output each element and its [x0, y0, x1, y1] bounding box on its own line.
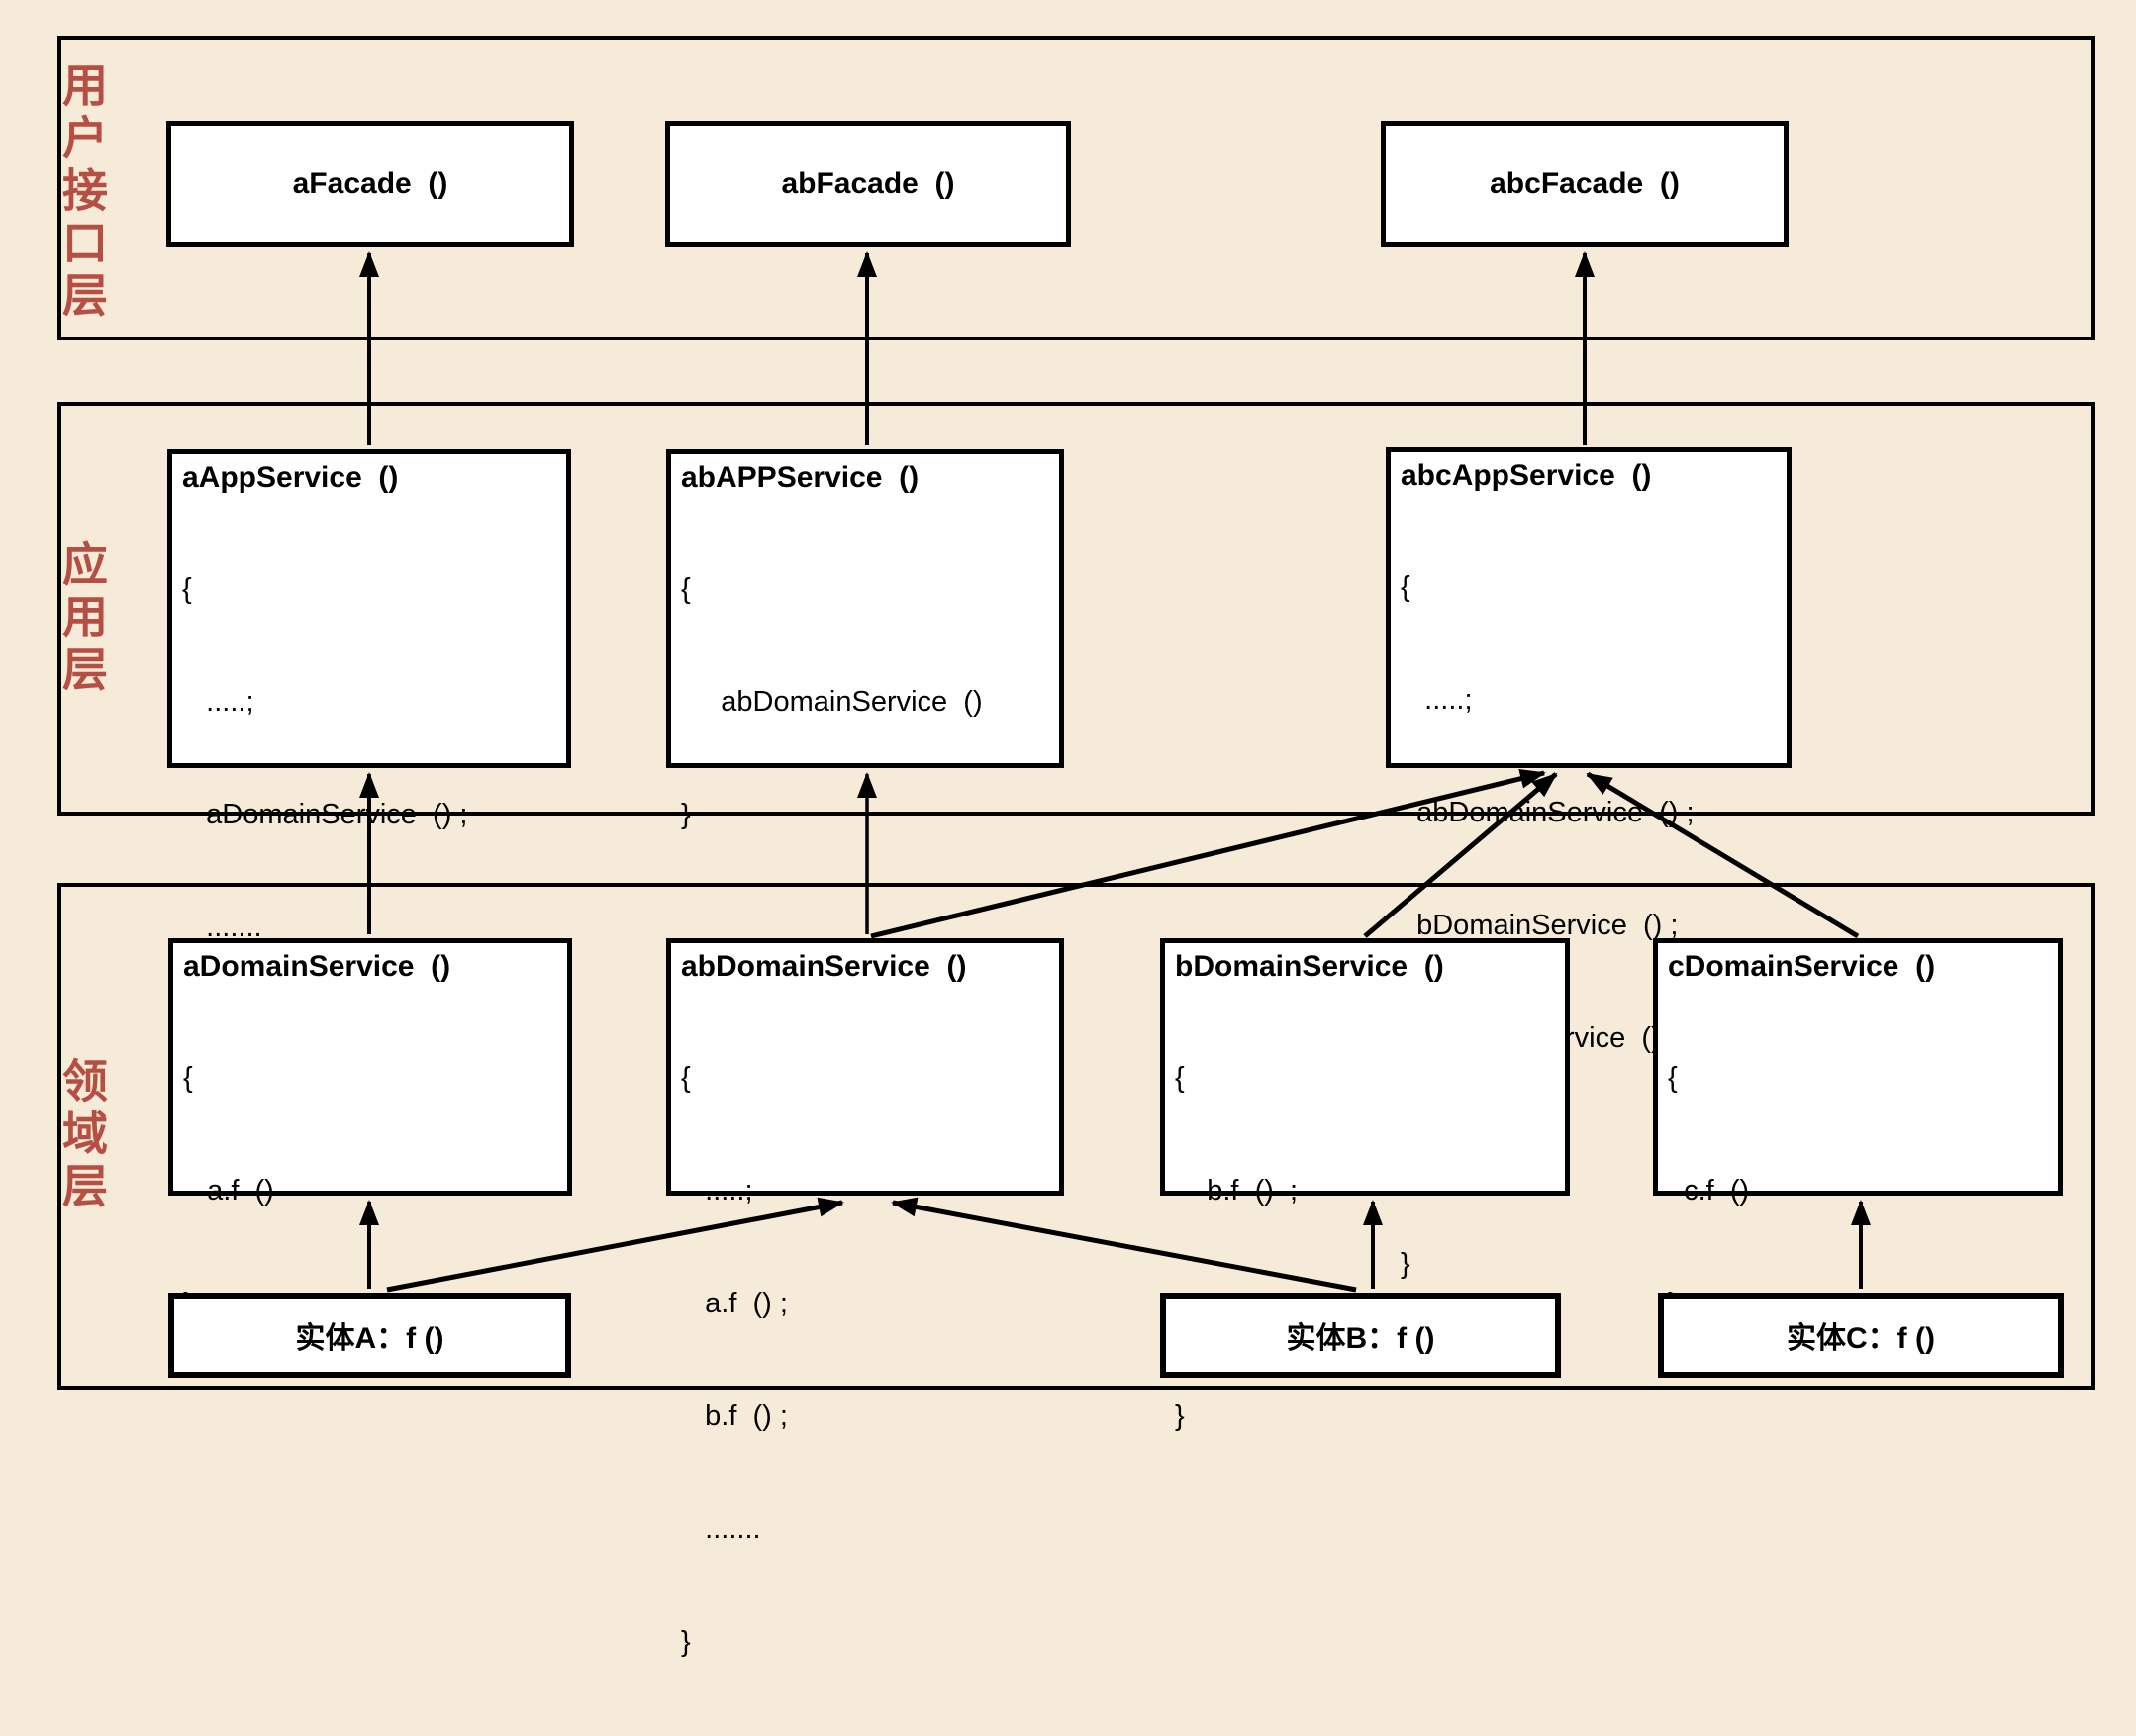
code-line: a.f (): [183, 1175, 274, 1206]
ab-app-service-title: abAPPService (): [681, 461, 920, 494]
code-line: .......: [182, 912, 262, 943]
box-abc-app-service: abcAppService () { .....; abDomainServic…: [1386, 447, 1792, 1280]
layer-label-domain: 领域层: [56, 1057, 108, 1214]
a-domain-service-title: aDomainService (): [183, 950, 451, 983]
entity-b-title: 实体B：f (): [1286, 1322, 1435, 1355]
code-line: {: [681, 573, 691, 605]
code-line: abDomainService () ;: [1401, 797, 1695, 828]
ab-domain-service-title: abDomainService (): [681, 950, 967, 983]
code-line: .....;: [681, 1175, 753, 1206]
code-line: abDomainService (): [681, 686, 983, 718]
a-facade-title: aFacade (): [292, 167, 448, 200]
box-b-domain-service: bDomainService () { b.f () ; ...... }: [1160, 938, 1570, 1432]
code-line: {: [183, 1062, 193, 1094]
box-a-domain-service: aDomainService () { a.f () }: [168, 938, 572, 1319]
box-ab-app-service: abAPPService () { abDomainService () }: [666, 449, 1064, 830]
code-line: .......: [681, 1513, 761, 1545]
code-line: b.f () ;: [681, 1400, 788, 1432]
box-abc-facade: abcFacade (): [1381, 121, 1789, 247]
box-entity-a: 实体A：f (): [168, 1293, 571, 1378]
c-domain-service-title: cDomainService (): [1668, 950, 1936, 983]
ddd-layered-architecture-diagram: 用户接口层 应用层 领域层 aFacade () abFacade () abc…: [56, 36, 2095, 1658]
box-entity-b: 实体B：f (): [1160, 1293, 1561, 1378]
code-line: {: [1668, 1062, 1678, 1094]
code-line: {: [1401, 571, 1410, 603]
code-line: a.f () ;: [681, 1288, 788, 1319]
code-line: }: [681, 1626, 691, 1658]
code-line: {: [1175, 1062, 1185, 1094]
box-a-app-service: aAppService () { .....; aDomainService (…: [167, 449, 571, 1056]
box-ab-domain-service: abDomainService () { .....; a.f () ; b.f…: [666, 938, 1064, 1658]
code-line: .....;: [182, 686, 254, 718]
entity-a-title: 实体A：f (): [295, 1322, 444, 1355]
box-ab-facade: abFacade (): [665, 121, 1071, 247]
code-line: }: [681, 799, 691, 830]
a-domain-service-body: { a.f () }: [173, 984, 567, 1398]
ab-domain-service-body: { .....; a.f () ; b.f () ; ....... }: [671, 984, 1059, 1736]
entity-c-title: 实体C：f (): [1787, 1322, 1935, 1355]
abc-facade-title: abcFacade (): [1490, 167, 1680, 200]
code-line: aDomainService () ;: [182, 799, 468, 830]
layer-user-interface: [57, 36, 2095, 340]
code-line: .....;: [1401, 684, 1473, 716]
code-line: {: [182, 573, 192, 605]
box-c-domain-service: cDomainService () { c.f () }: [1653, 938, 2063, 1319]
box-entity-c: 实体C：f (): [1658, 1293, 2064, 1378]
code-line: }: [1175, 1400, 1185, 1432]
layer-label-application: 应用层: [56, 540, 108, 698]
b-domain-service-title: bDomainService (): [1175, 950, 1444, 983]
box-a-facade: aFacade (): [166, 121, 574, 247]
ab-facade-title: abFacade (): [781, 167, 955, 200]
code-line: b.f () ;: [1175, 1175, 1299, 1206]
ab-app-service-body: { abDomainService () }: [671, 495, 1059, 909]
abc-app-service-title: abcAppService (): [1401, 459, 1652, 492]
code-line: {: [681, 1062, 691, 1094]
code-line: }: [1401, 1248, 1410, 1280]
layer-label-user-interface: 用户接口层: [56, 61, 108, 324]
b-domain-service-body: { b.f () ; ...... }: [1165, 984, 1565, 1510]
a-app-service-title: aAppService (): [182, 461, 399, 494]
a-app-service-body: { .....; aDomainService () ; ....... }: [172, 495, 566, 1134]
code-line: c.f (): [1668, 1175, 1750, 1206]
